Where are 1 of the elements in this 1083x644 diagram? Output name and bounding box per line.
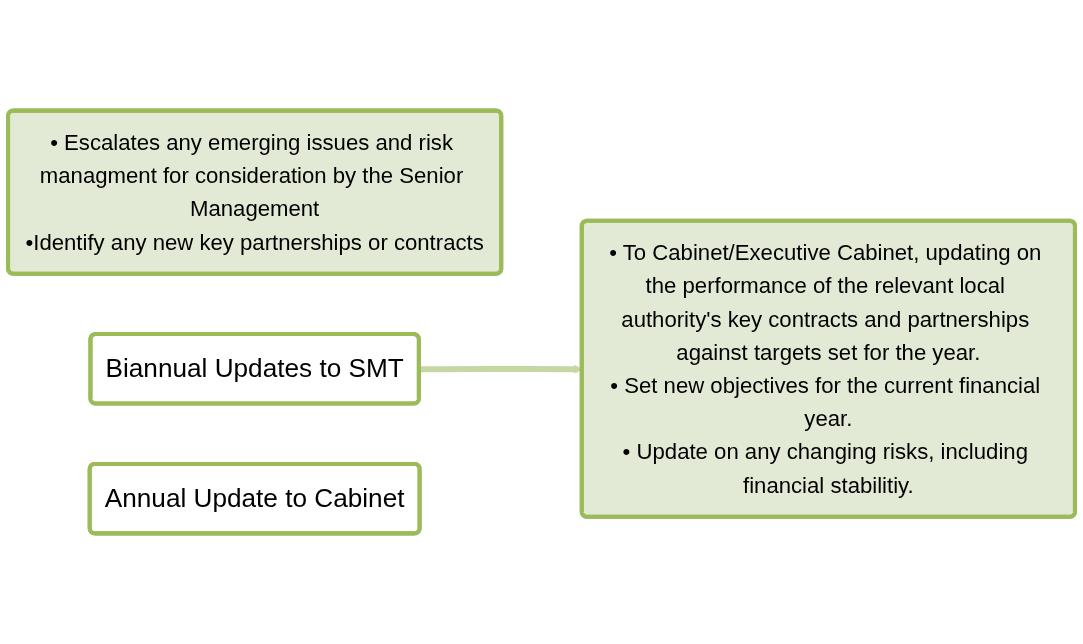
arrow xyxy=(419,364,583,374)
